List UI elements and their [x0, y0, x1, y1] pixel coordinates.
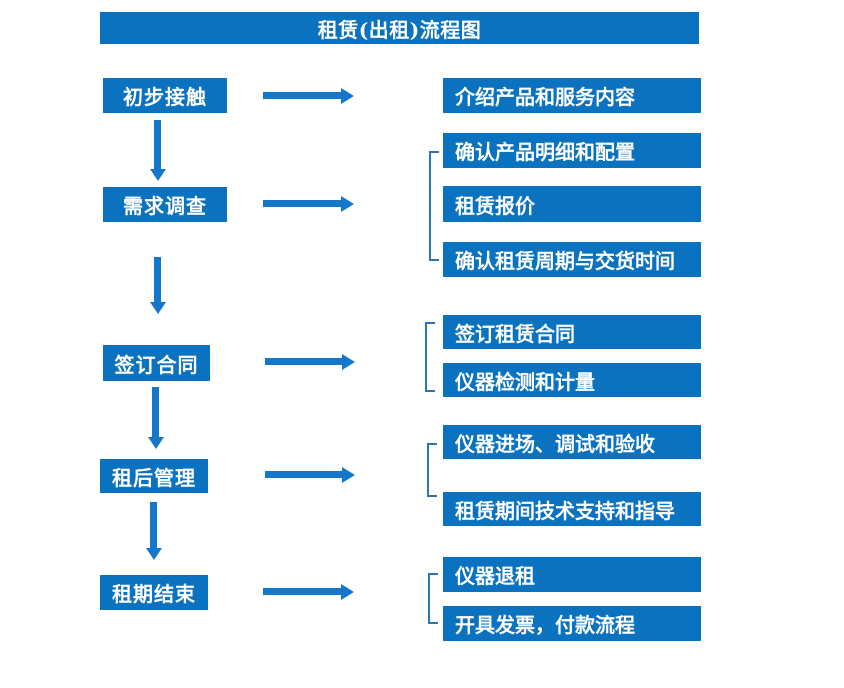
- flow-arrow-right-5: [263, 583, 354, 600]
- flow-arrow-right-2: [263, 195, 354, 212]
- flow-arrow-down-3: [147, 387, 164, 449]
- flow-arrow-right-3: [265, 353, 355, 370]
- flow-arrow-down-1: [149, 120, 166, 181]
- group-bracket-3: [425, 322, 435, 392]
- flow-arrow-down-2: [149, 257, 166, 314]
- output-box-1-1: 介绍产品和服务内容: [443, 78, 701, 113]
- flow-arrow-down-4: [145, 502, 162, 560]
- step-box-1: 初步接触: [103, 78, 227, 113]
- output-box-2-1: 确认产品明细和配置: [443, 133, 701, 168]
- output-box-2-3: 确认租赁周期与交货时间: [443, 242, 701, 277]
- step-box-2: 需求调查: [103, 187, 227, 222]
- output-box-4-2: 租赁期间技术支持和指导: [443, 492, 701, 526]
- output-box-2-2: 租赁报价: [443, 186, 701, 222]
- group-bracket-5: [428, 573, 438, 624]
- flow-arrow-right-4: [265, 466, 355, 483]
- group-bracket-2: [429, 151, 439, 261]
- output-box-3-2: 仪器检测和计量: [443, 363, 701, 397]
- flowchart-title: 租赁(出租)流程图: [100, 12, 699, 44]
- step-box-4: 租后管理: [100, 459, 208, 493]
- output-box-3-1: 签订租赁合同: [443, 315, 701, 349]
- group-bracket-4: [427, 443, 437, 497]
- output-box-4-1: 仪器进场、调试和验收: [443, 425, 701, 459]
- step-box-5: 租期结束: [100, 575, 208, 610]
- step-box-3: 签订合同: [103, 345, 210, 381]
- flow-arrow-right-1: [263, 87, 354, 104]
- output-box-5-1: 仪器退租: [443, 557, 701, 592]
- output-box-5-2: 开具发票，付款流程: [443, 606, 701, 641]
